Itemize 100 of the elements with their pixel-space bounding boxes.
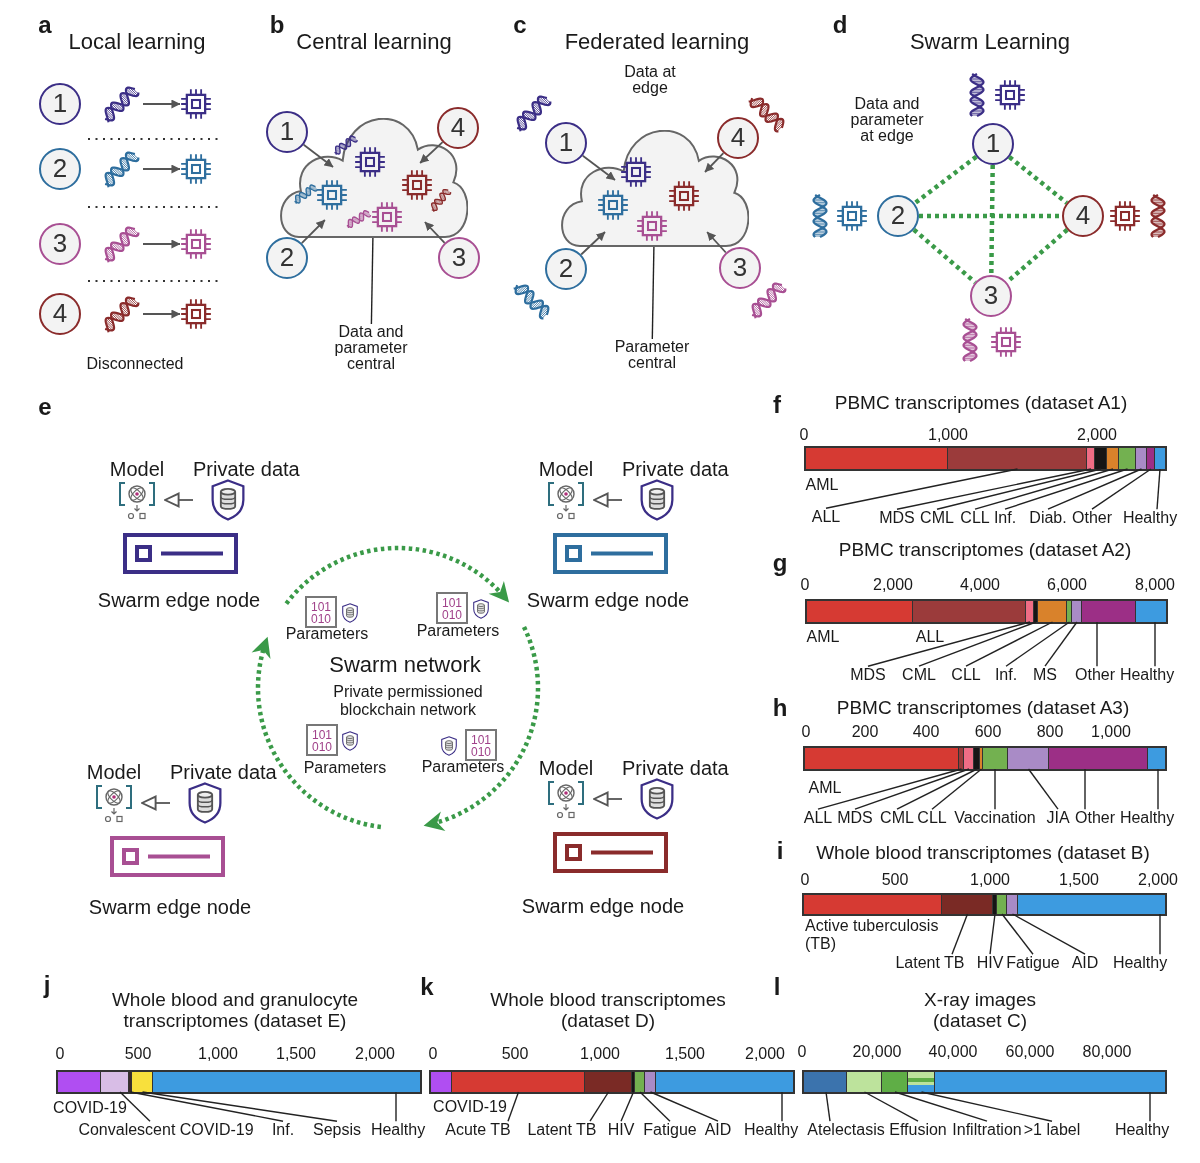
leader-line [1156,468,1161,510]
caption: Data and parameter central [327,324,415,372]
category-label: Healthy [1119,666,1175,684]
node-label: Swarm edge node [88,896,252,918]
leader-line [817,768,963,810]
leader-line [1154,621,1156,667]
category-label: AML [805,476,839,494]
leader-line [825,468,1019,509]
numbered-circle: 1 [972,123,1014,165]
node-label: Model [538,757,594,779]
category-label: CLL [951,666,981,684]
bar-segment [585,1072,632,1092]
category-label: Sepsis [313,1121,361,1139]
category-label: HIV [607,1121,635,1139]
arrow [593,791,623,807]
bar-segment [452,1072,585,1092]
bar-segment [153,1072,420,1092]
category-label: Fatigue [1006,954,1060,972]
category-label: ALL [803,809,833,827]
leader-line [931,768,983,810]
bar-segment [1008,748,1049,769]
tick-label: 500 [501,1045,529,1063]
leader-line [781,1091,783,1122]
bar-segment [1155,448,1165,469]
tick-label: 40,000 [928,1043,978,1061]
category-label: Healthy [1114,1121,1170,1139]
bar-segment [1148,748,1165,769]
leader-line [1084,768,1086,810]
node-label: Private permissioned blockchain network [332,682,484,720]
leader-line [651,246,655,340]
bar-segment [1067,601,1072,622]
leader-line [825,1091,831,1122]
category-label: Active tuberculosis (TB) [805,917,940,953]
numbered-circle: 2 [545,248,587,290]
category-label: Latent TB [895,954,965,972]
bar-segment [1049,748,1148,769]
bar-segment [1136,601,1166,622]
arrow [593,492,623,508]
arrow [706,231,727,254]
numbered-circle: 4 [717,117,759,159]
caption: Disconnected [86,355,184,373]
node-label: Model [109,458,165,480]
tick-label: 0 [797,1043,807,1061]
tick-label: 600 [974,723,1002,741]
panel-letter: i [776,837,784,865]
node-label: Parameters [416,622,500,640]
panel-letter: e [38,393,52,421]
bar-segment [656,1072,793,1092]
leader-line [1001,913,1034,955]
node-label: Private data [622,757,729,779]
node-label: Parameters [421,758,505,776]
binary-tile: 101 010 [305,596,337,628]
caption: Data and parameter at edge [849,96,925,144]
leader-line [1005,621,1071,667]
node-label: Model [86,761,142,783]
tick-label: 0 [800,871,810,889]
chart-title: X-ray images (dataset C) [923,990,1037,1032]
category-label: MDS [837,809,873,827]
leader-line [1157,768,1159,810]
arrow [302,143,334,168]
tick-label: 8,000 [1135,576,1175,594]
leader-line [994,768,996,810]
node-label: Parameters [303,759,387,777]
leader-line [649,1091,719,1122]
bar-segment [1034,601,1038,622]
bar-segment [129,1072,132,1092]
category-label: Acute TB [445,1121,511,1139]
node-label: Parameters [285,625,369,643]
tick-label: 2,000 [745,1045,785,1063]
category-label: Convalescent COVID-19 [78,1121,254,1139]
bar-segment [58,1072,101,1092]
tick-label: 0 [800,576,810,594]
leader-line [1159,913,1161,955]
tick-label: 0 [799,426,809,444]
tick-label: 1,000 [580,1045,620,1063]
category-label: JIA [1046,809,1070,827]
bar-segment [847,1072,882,1092]
category-label: Healthy [1112,954,1168,972]
numbered-circle: 2 [266,237,308,279]
category-label: Other [1075,809,1115,827]
bar-segment [1082,601,1136,622]
category-label: Effusion [889,1121,947,1139]
bar-segment [948,448,1087,469]
bar-segment [1087,448,1095,469]
numbered-circle: 1 [266,111,308,153]
category-label: AML [806,628,840,646]
panel-title: Swarm Learning [909,29,1071,55]
panel-title: Local learning [68,29,206,55]
category-label: COVID-19 [433,1098,507,1116]
bar-segment [132,1072,153,1092]
category-label: Fatigue [643,1121,697,1139]
numbered-circle: 2 [877,195,919,237]
panel-title: Central learning [296,29,452,55]
arrow [141,795,171,811]
leader-line [1091,468,1152,510]
tick-label: 1,000 [970,871,1010,889]
category-label: AID [704,1121,732,1139]
bar-segment [101,1072,129,1092]
bar-segment [974,748,980,769]
category-label: AID [1071,954,1099,972]
